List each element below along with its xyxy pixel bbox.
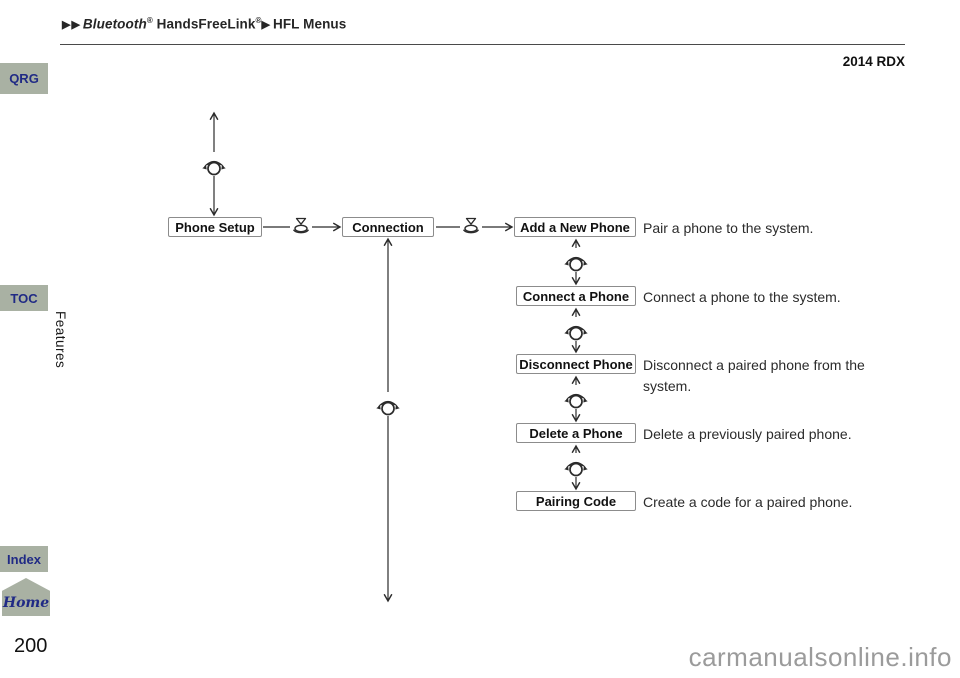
breadcrumb-section: HFL Menus (272, 16, 347, 32)
sidebar-tab-qrg[interactable]: QRG (0, 63, 48, 94)
menu-box-disconnect-phone: Disconnect Phone (516, 354, 636, 374)
menu-box-add-a-new-phone: Add a New Phone (514, 217, 636, 237)
rotate-knob-icon (563, 452, 589, 478)
breadcrumb: ▶▶Bluetooth® HandsFreeLink®▶HFL Menus (62, 16, 346, 32)
menu-box-delete-a-phone: Delete a Phone (516, 423, 636, 443)
breadcrumb-handsfreelink: HandsFreeLink (156, 16, 256, 32)
sidebar-section-label: Features (53, 311, 68, 369)
registered-mark: ® (146, 16, 153, 25)
menu-box-connect-a-phone: Connect a Phone (516, 286, 636, 306)
breadcrumb-bluetooth: Bluetooth (82, 16, 147, 32)
page-number: 200 (14, 635, 48, 657)
home-button-label: Home (2, 595, 50, 611)
rotate-knob-icon (563, 316, 589, 342)
home-button[interactable]: Home (2, 578, 50, 616)
sidebar-tab-toc[interactable]: TOC (0, 285, 48, 311)
header-divider (60, 44, 905, 45)
rotate-knob-icon (563, 247, 589, 273)
watermark: carmanualsonline.info (688, 642, 952, 672)
menu-desc: Connect a phone to the system. (643, 289, 841, 305)
menu-desc: Pair a phone to the system. (643, 220, 814, 236)
rotate-knob-icon (563, 384, 589, 410)
breadcrumb-arrows-icon: ▶▶ (62, 18, 81, 31)
model-badge: 2014 RDX (842, 54, 905, 69)
menu-desc: Disconnect a paired phone from the syste… (643, 357, 865, 394)
registered-mark: ® (255, 16, 262, 25)
rotate-knob-icon (375, 391, 401, 417)
rotate-knob-icon (201, 151, 227, 177)
sidebar-tab-index[interactable]: Index (0, 546, 48, 572)
menu-desc: Create a code for a paired phone. (643, 494, 853, 510)
breadcrumb-separator-icon: ▶ (261, 18, 271, 31)
press-knob-icon (459, 216, 483, 238)
menu-box-pairing-code: Pairing Code (516, 491, 636, 511)
menu-box-phone-setup: Phone Setup (168, 217, 262, 237)
press-knob-icon (289, 216, 313, 238)
menu-desc: Delete a previously paired phone. (643, 426, 852, 442)
menu-box-connection: Connection (342, 217, 434, 237)
